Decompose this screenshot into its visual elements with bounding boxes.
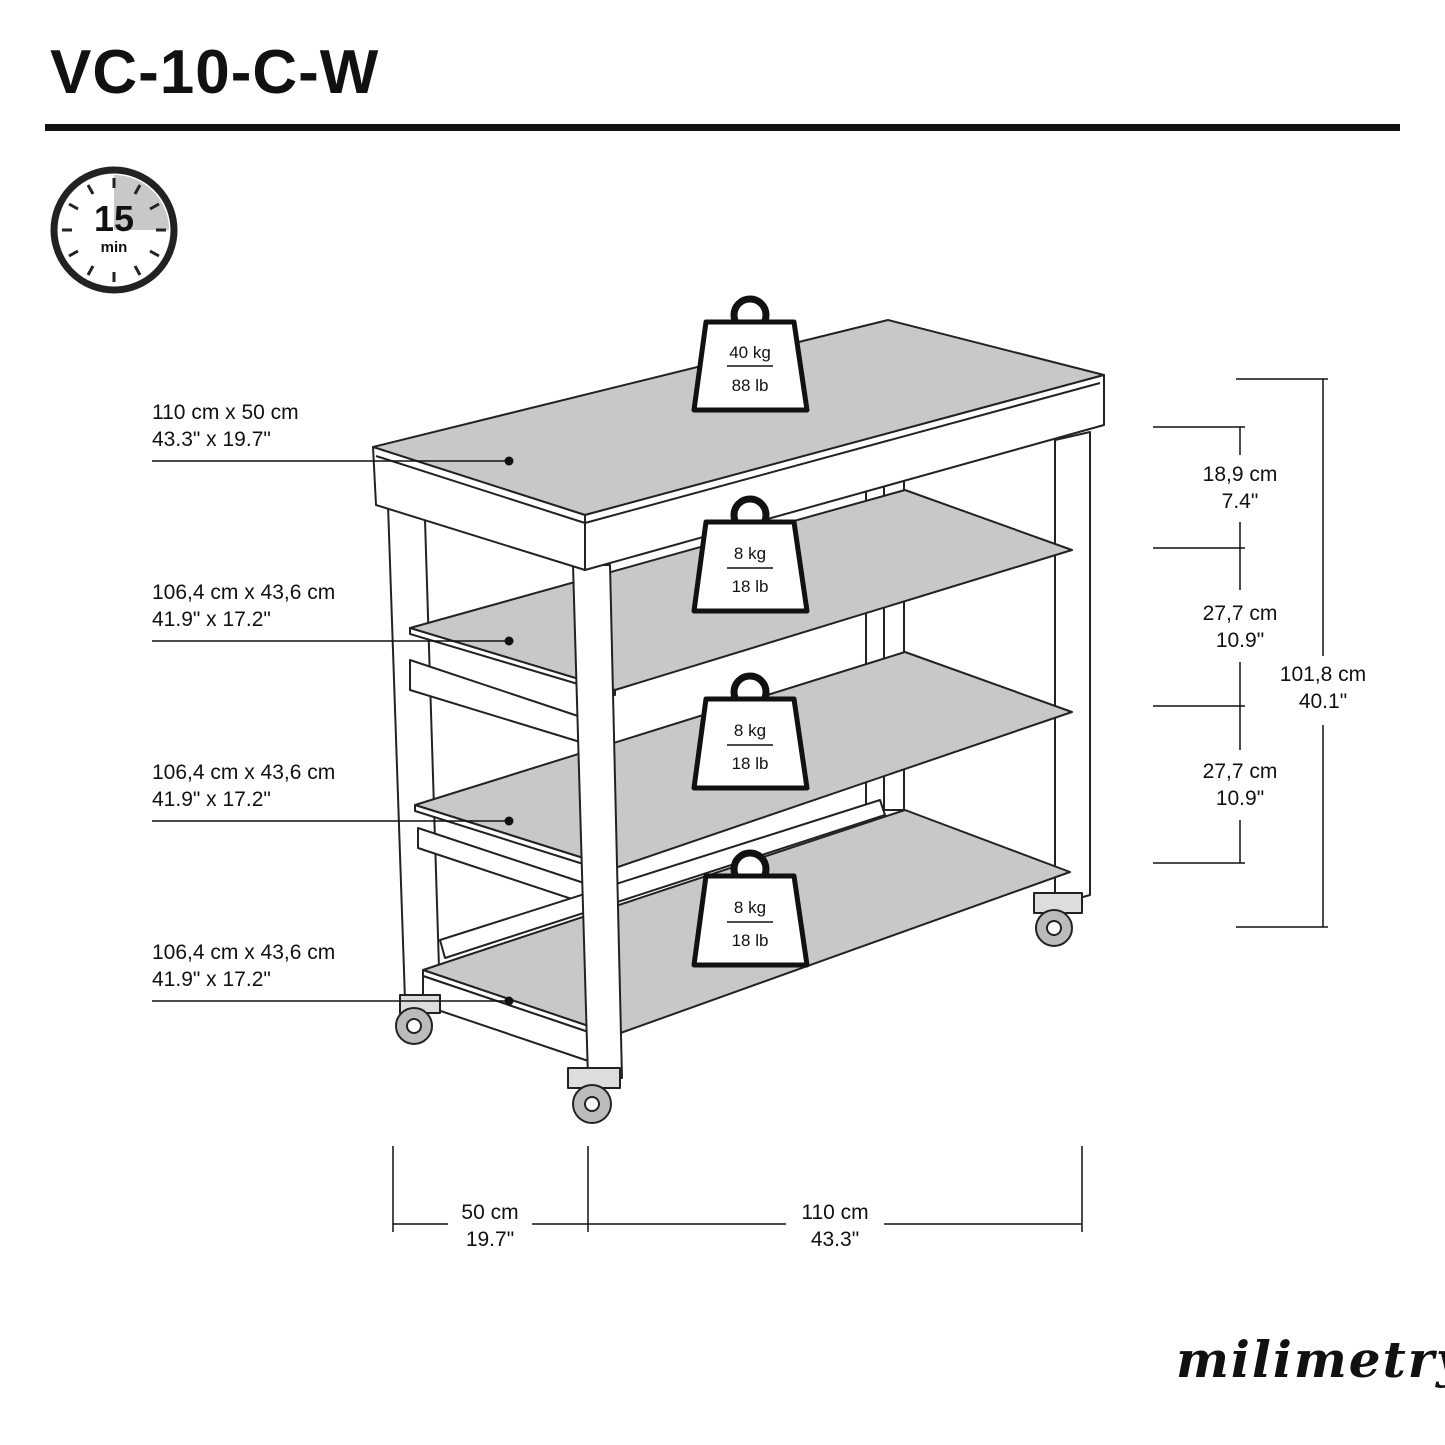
brand-logo: milimetry: [1176, 1330, 1445, 1389]
total-height-metric: 101,8 cm: [1279, 663, 1367, 686]
height-imperial: 7.4": [1221, 490, 1259, 513]
height-metric: 27,7 cm: [1202, 602, 1278, 625]
width-imperial: 43.3": [810, 1228, 860, 1251]
timer-value: 15: [94, 198, 134, 239]
depth-imperial: 19.7": [465, 1228, 515, 1251]
surface-imperial: 43.3" x 19.7": [152, 428, 271, 451]
timer-icon: [50, 166, 178, 294]
height-metric: 18,9 cm: [1202, 463, 1278, 486]
load-lb: 18 lb: [732, 577, 769, 596]
surface-imperial: 41.9" x 17.2": [152, 608, 271, 631]
width-label: 110 cm 43.3": [785, 1199, 885, 1253]
load-kg: 40 kg: [729, 343, 771, 362]
surface-metric: 106,4 cm x 43,6 cm: [152, 941, 336, 964]
depth-label: 50 cm 19.7": [440, 1199, 540, 1253]
depth-metric: 50 cm: [461, 1201, 519, 1224]
caster-wheel: [395, 994, 441, 1045]
load-lb: 18 lb: [732, 754, 769, 773]
total-height-imperial: 40.1": [1298, 690, 1348, 713]
surface-metric: 110 cm x 50 cm: [152, 401, 299, 424]
load-kg: 8 kg: [734, 898, 766, 917]
weight-icon: [691, 295, 810, 413]
height-label-top: 18,9 cm 7.4": [1180, 461, 1300, 515]
height-label-middle: 27,7 cm 10.9": [1180, 600, 1300, 654]
width-metric: 110 cm: [801, 1201, 869, 1224]
surface-metric: 106,4 cm x 43,6 cm: [152, 761, 336, 784]
caster-wheel: [567, 1067, 621, 1124]
load-kg: 8 kg: [734, 544, 766, 563]
surface-label-shelf-2: 106,4 cm x 43,6 cm 41.9" x 17.2": [152, 759, 335, 813]
height-label-bottom: 27,7 cm 10.9": [1180, 758, 1300, 812]
weight-icon: [691, 495, 810, 614]
surface-metric: 106,4 cm x 43,6 cm: [152, 581, 336, 604]
title-divider: [45, 124, 1400, 131]
width-dimension-lines: [392, 1146, 1083, 1232]
surface-imperial: 41.9" x 17.2": [152, 968, 271, 991]
caster-wheel: [1033, 892, 1083, 947]
load-lb: 88 lb: [732, 376, 769, 395]
height-imperial: 10.9": [1215, 629, 1265, 652]
weight-icon: [691, 672, 810, 791]
total-height-label: 101,8 cm 40.1": [1262, 661, 1384, 715]
surface-label-shelf-3: 106,4 cm x 43,6 cm 41.9" x 17.2": [152, 939, 335, 993]
weight-icon: [691, 849, 810, 968]
surface-label-shelf-1: 106,4 cm x 43,6 cm 41.9" x 17.2": [152, 579, 335, 633]
surface-label-top: 110 cm x 50 cm 43.3" x 19.7": [152, 399, 299, 453]
load-kg: 8 kg: [734, 721, 766, 740]
product-code-title: VC-10-C-W: [50, 38, 380, 107]
height-metric: 27,7 cm: [1202, 760, 1278, 783]
timer-unit: min: [101, 239, 128, 256]
callout-lines: [152, 456, 514, 1006]
surface-imperial: 41.9" x 17.2": [152, 788, 271, 811]
height-dimension-lines: [1153, 378, 1328, 928]
height-imperial: 10.9": [1215, 787, 1265, 810]
load-lb: 18 lb: [732, 931, 769, 950]
